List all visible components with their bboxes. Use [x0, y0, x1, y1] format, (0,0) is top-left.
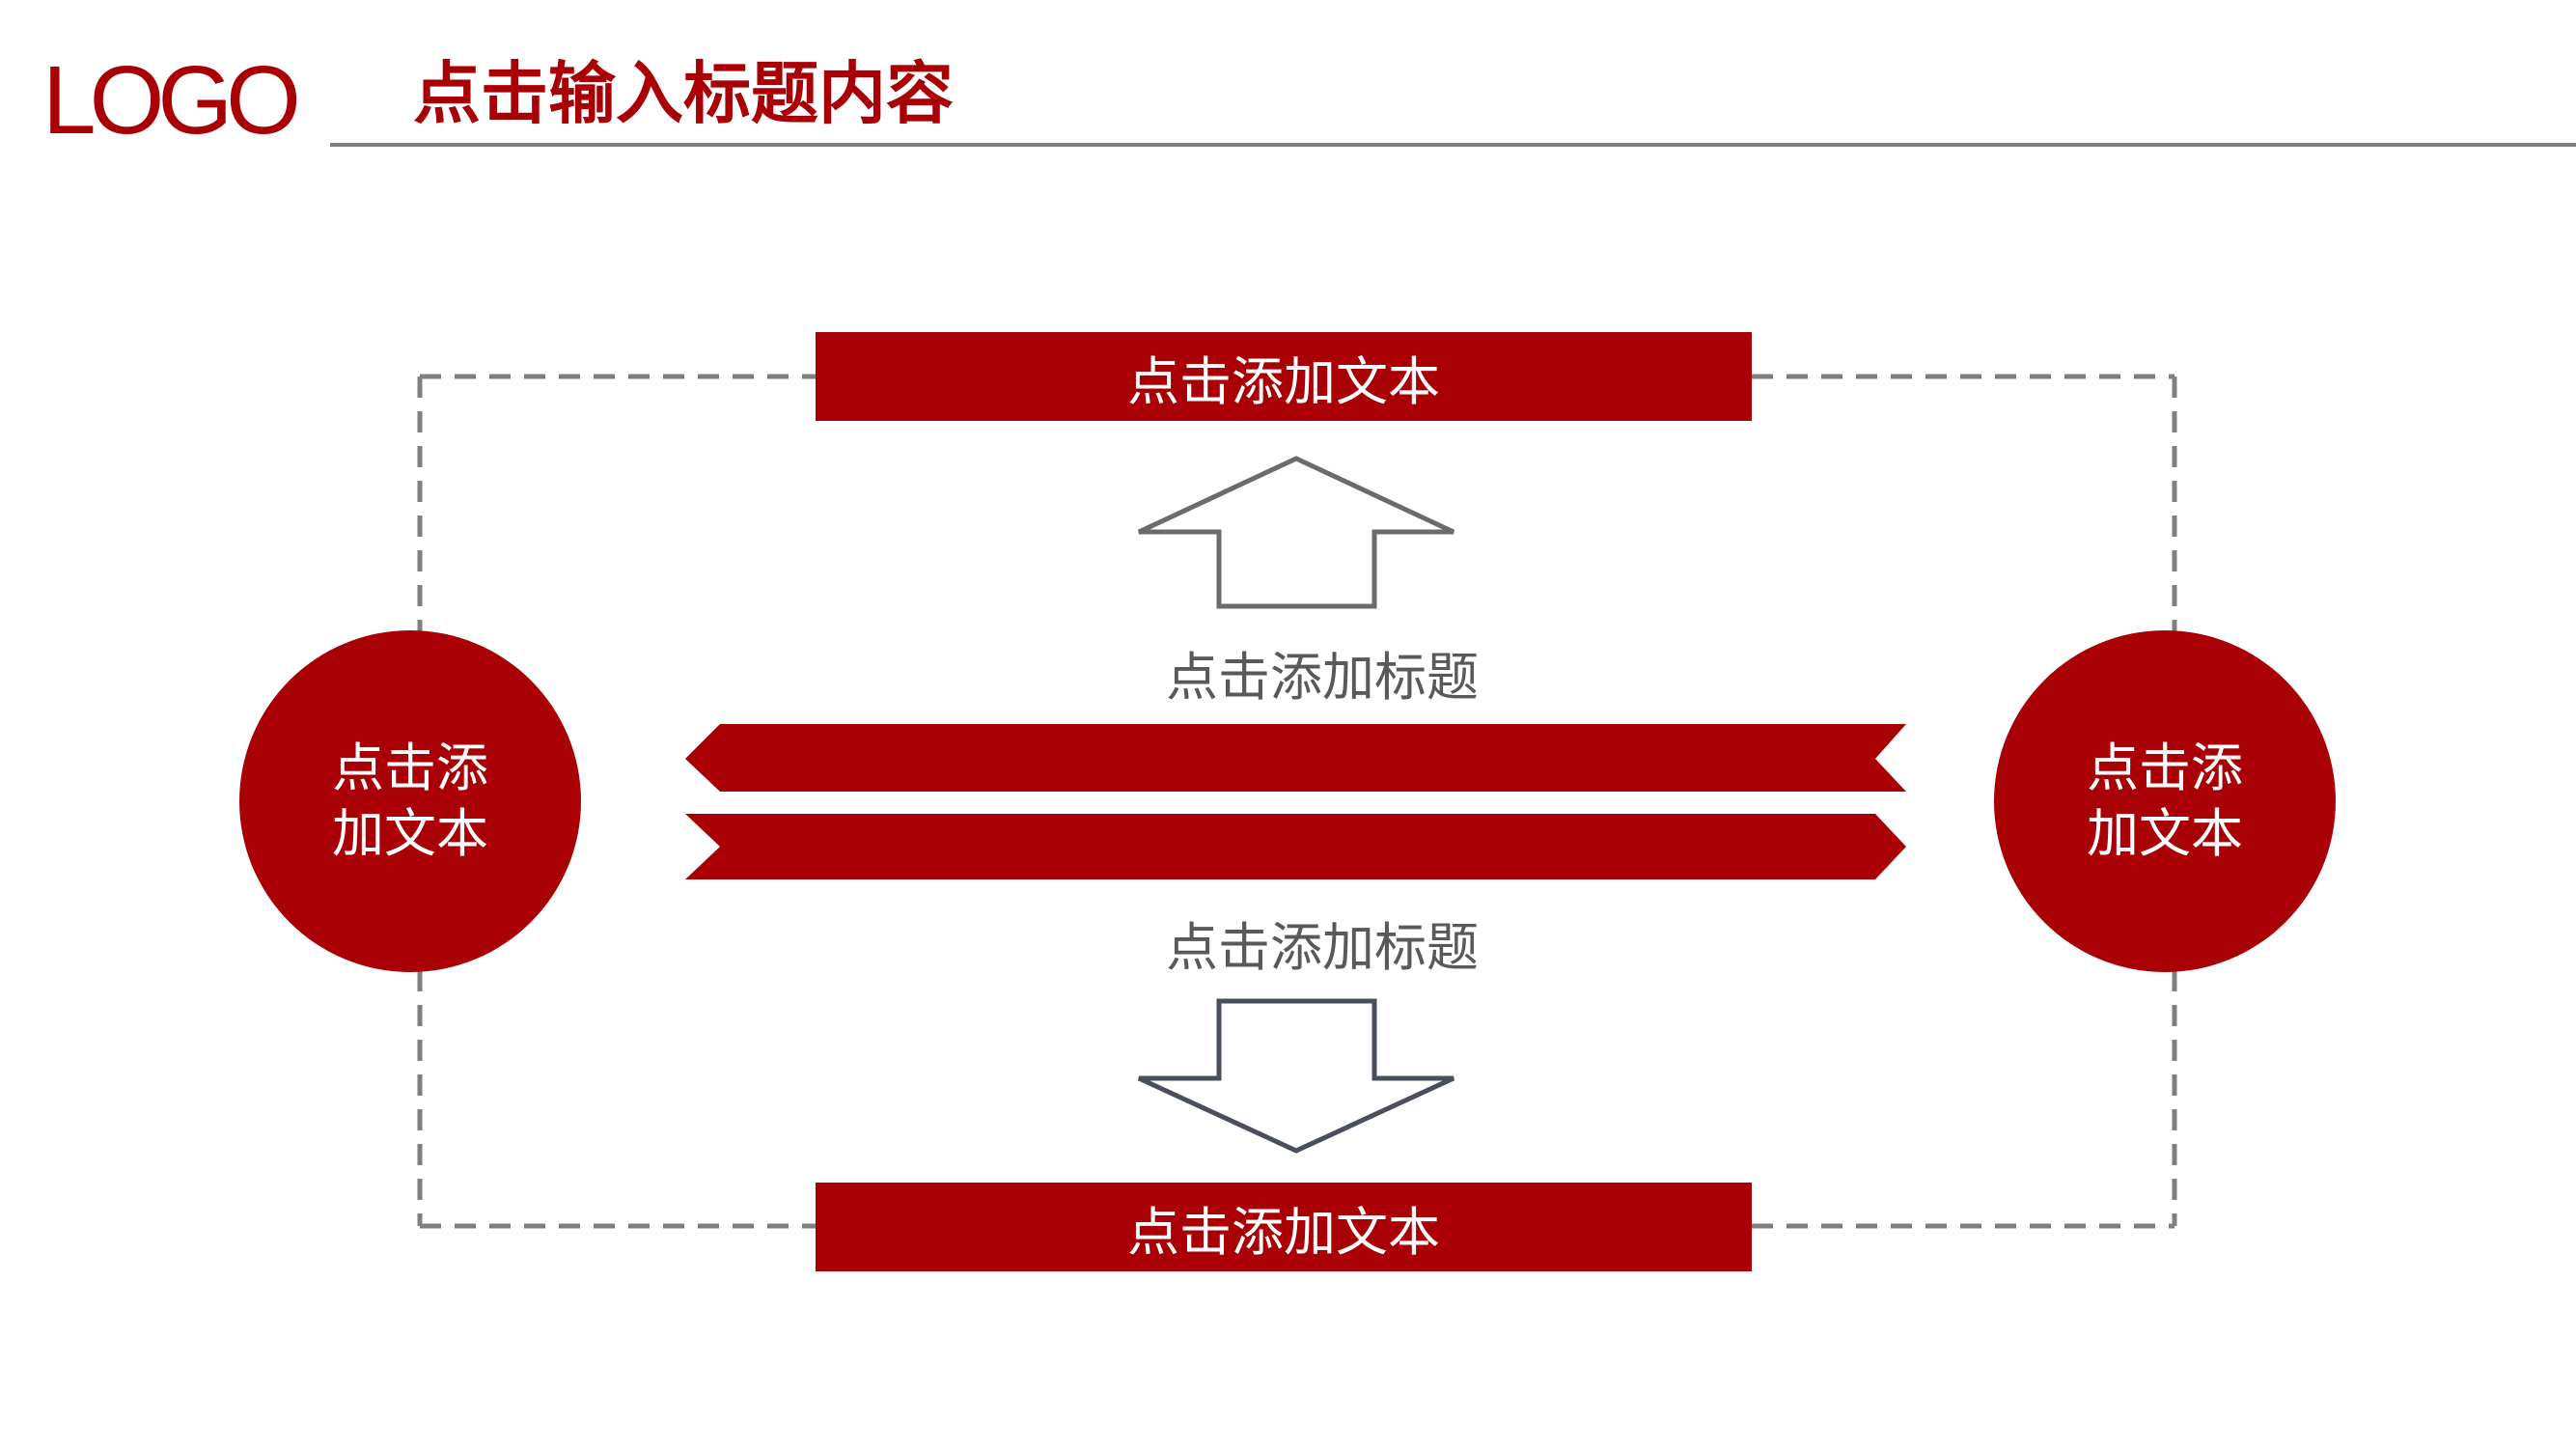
left-pointing-ribbon-icon	[685, 724, 1906, 792]
lower-section-title[interactable]: 点击添加标题	[1166, 916, 1479, 978]
right-circle[interactable]	[1994, 630, 2336, 972]
logo: LOGO	[42, 46, 301, 154]
page-title[interactable]: 点击输入标题内容	[413, 54, 954, 133]
dashed-connector-frame	[417, 374, 2177, 1229]
header-divider	[330, 143, 2576, 147]
left-circle-line-1: 点击添	[332, 738, 488, 798]
up-arrow-icon	[1137, 456, 1455, 609]
right-circle-line-2: 加文本	[2087, 803, 2243, 864]
upper-section-title[interactable]: 点击添加标题	[1166, 646, 1479, 708]
left-circle[interactable]	[239, 630, 581, 972]
bottom-text-bar-label[interactable]: 点击添加文本	[1127, 1201, 1440, 1263]
left-circle-line-2: 加文本	[332, 803, 488, 864]
bottom-text-bar[interactable]	[816, 1183, 1752, 1271]
top-text-bar[interactable]	[816, 332, 1752, 421]
down-arrow-icon	[1137, 998, 1455, 1154]
top-text-bar-label[interactable]: 点击添加文本	[1127, 350, 1440, 412]
left-circle-label[interactable]: 点击添 加文本	[239, 630, 581, 972]
right-circle-label[interactable]: 点击添 加文本	[1994, 630, 2336, 972]
right-pointing-ribbon-icon	[685, 814, 1906, 879]
right-circle-line-1: 点击添	[2087, 738, 2243, 798]
